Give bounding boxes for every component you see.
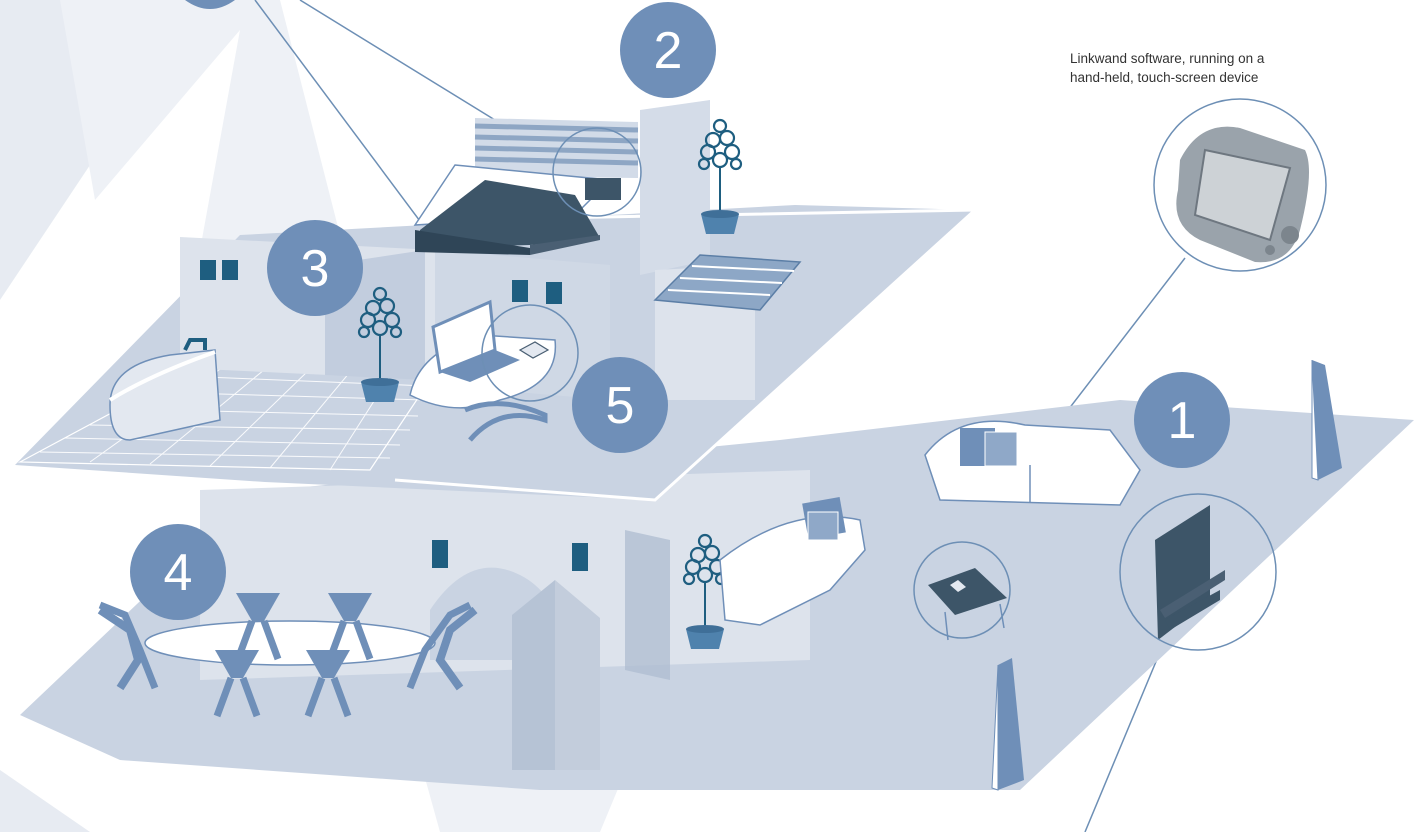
callout-ring	[913, 541, 1011, 639]
connector-line	[1084, 639, 1166, 832]
speaker-icon	[432, 540, 588, 571]
laptop-icon	[431, 299, 520, 382]
zone-badge-3: 3	[267, 220, 363, 316]
zone-label-2: 2	[654, 22, 683, 80]
bed-icon	[413, 118, 639, 255]
upper-wall-bed	[640, 100, 710, 275]
coffee-table-icon	[928, 568, 1007, 641]
callout-ring	[481, 304, 579, 402]
caption-line-2: hand-held, touch-screen device	[1070, 70, 1259, 85]
zone-label-3: 3	[301, 240, 330, 298]
sofa-icon	[924, 420, 1141, 506]
zone-badge-partial	[185, 0, 235, 9]
background-arrow-bottom-left	[0, 770, 90, 832]
fold-wall-right	[555, 580, 600, 770]
tv-icon	[1155, 505, 1225, 640]
callout-ring	[1119, 493, 1277, 651]
bathtub-icon	[108, 338, 221, 441]
chair-icon	[97, 593, 478, 716]
zone-badge-2: 2	[620, 2, 716, 98]
speaker-icon	[200, 260, 562, 304]
zone-badge-1: 1	[1134, 372, 1230, 468]
zone-badge-5: 5	[572, 357, 668, 453]
router-icon	[518, 341, 550, 359]
zone-badge-4: 4	[130, 524, 226, 620]
caption-line-1: Linkwand software, running on a	[1070, 51, 1265, 66]
fold-wall-left	[512, 580, 555, 770]
floor-speaker-icon	[991, 359, 1342, 791]
stair-steps	[667, 265, 795, 296]
zone-label-1: 1	[1168, 392, 1197, 450]
zone-label-5: 5	[606, 377, 635, 435]
partition-wall	[625, 530, 670, 680]
sofa-icon	[719, 496, 866, 626]
pda-icon	[1153, 98, 1327, 272]
pda-caption: Linkwand software, running on a hand-hel…	[1070, 49, 1310, 87]
table-icon	[144, 620, 436, 666]
callout-ring	[552, 127, 642, 217]
zone-label-4: 4	[164, 544, 193, 602]
